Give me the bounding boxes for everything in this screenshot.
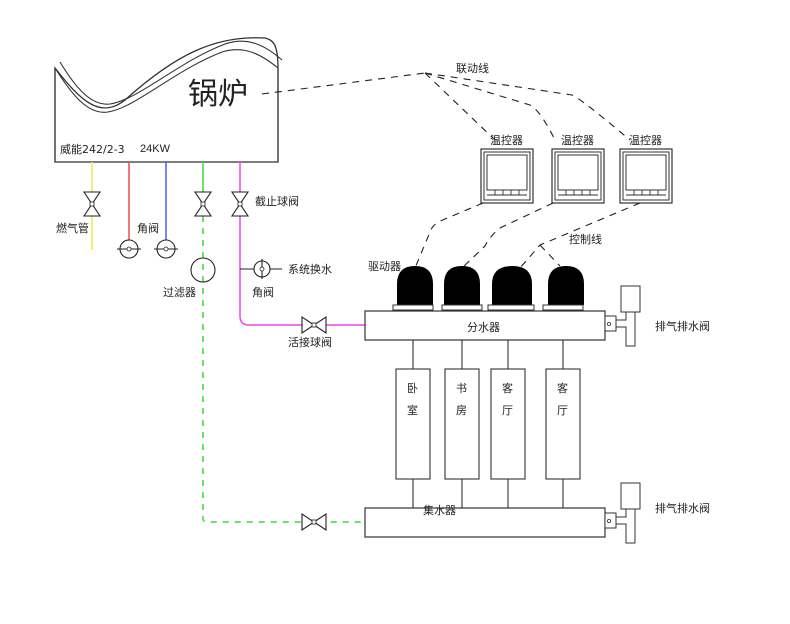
air-drain-valve-bottom-label: 排气排水阀 [655, 501, 710, 515]
thermostat-3[interactable]: 温控器 [619, 133, 673, 204]
heating-supply-pipe [239, 162, 365, 326]
angle-valve-hot-icon[interactable] [117, 239, 141, 259]
actuator-1 [392, 266, 434, 311]
loop-living-room-1: 客 厅 [490, 368, 526, 480]
boiler-curve-inner [54, 49, 279, 113]
gas-valve-icon[interactable] [82, 191, 102, 217]
boiler: 锅炉 威能242/2-3 24KW [54, 37, 283, 163]
control-line-4 [539, 244, 561, 267]
filter-label: 过滤器 [163, 286, 196, 299]
thermostat-2[interactable]: 温控器 [551, 133, 605, 204]
loop-label-line2: 房 [456, 404, 467, 417]
boiler-power: 24KW [140, 143, 171, 155]
supply-manifold-label: 分水器 [467, 321, 500, 334]
thermostat-label: 温控器 [490, 133, 523, 147]
return-manifold [364, 507, 606, 538]
loop-living-room-2: 客 厅 [545, 368, 581, 480]
loop-label-line1: 客 [557, 381, 568, 395]
control-line-2 [461, 202, 554, 269]
angle-valve-label-1: 角阀 [137, 221, 159, 235]
filter-icon [190, 257, 216, 283]
air-drain-valve-top-icon[interactable] [604, 285, 641, 347]
actuator-label: 驱动器 [368, 260, 401, 273]
stop-ball-valve-icon[interactable] [230, 191, 250, 217]
loop-label-line2: 厅 [557, 404, 568, 417]
actuator-3 [487, 266, 535, 311]
angle-valve-cold-icon[interactable] [154, 239, 178, 259]
loop-label-line2: 厅 [502, 404, 513, 417]
loop-label-line1: 卧 [407, 382, 418, 395]
thermostat-label: 温控器 [561, 133, 594, 147]
return-ball-valve-icon[interactable] [301, 512, 327, 532]
return-pipe-dashed [202, 216, 365, 523]
control-line-1 [414, 202, 484, 269]
thermostat-label: 温控器 [629, 133, 662, 147]
actuator-4 [542, 266, 584, 311]
system-water-change-label: 系统换水 [288, 262, 332, 276]
system-drain-angle-valve-icon[interactable] [240, 259, 282, 279]
linkage-line-2 [424, 72, 556, 141]
return-manifold-label: 集水器 [423, 503, 456, 517]
air-drain-valve-bottom-icon[interactable] [604, 482, 641, 544]
gas-pipe-label: 燃气管 [56, 221, 89, 235]
loop-pipes [412, 340, 564, 508]
loop-bedroom: 卧 室 [395, 368, 431, 480]
boiler-title: 锅炉 [188, 77, 248, 112]
loop-label-line1: 客 [502, 381, 513, 395]
union-ball-valve-icon[interactable] [301, 315, 327, 335]
stop-ball-valve-label: 截止球阀 [255, 194, 299, 208]
linkage-line-3 [424, 72, 631, 141]
loop-label-line2: 室 [407, 403, 418, 417]
return-stop-valve-icon[interactable] [193, 191, 213, 217]
control-line-label: 控制线 [569, 232, 602, 246]
linkage-line-1 [424, 72, 496, 141]
union-ball-valve-label: 活接球阀 [288, 335, 332, 349]
boiler-curve-outer [59, 40, 283, 105]
boiler-model: 威能242/2-3 [60, 142, 125, 156]
angle-valve-label-2: 角阀 [252, 285, 274, 299]
linkage-line-label: 联动线 [456, 61, 489, 75]
linkage-line-main [261, 72, 426, 95]
thermostat-1[interactable]: 温控器 [480, 133, 534, 204]
air-drain-valve-top-label: 排气排水阀 [655, 319, 710, 333]
loop-label-line1: 书 [456, 382, 467, 395]
loop-study: 书 房 [444, 368, 480, 480]
actuator-2 [441, 266, 483, 311]
